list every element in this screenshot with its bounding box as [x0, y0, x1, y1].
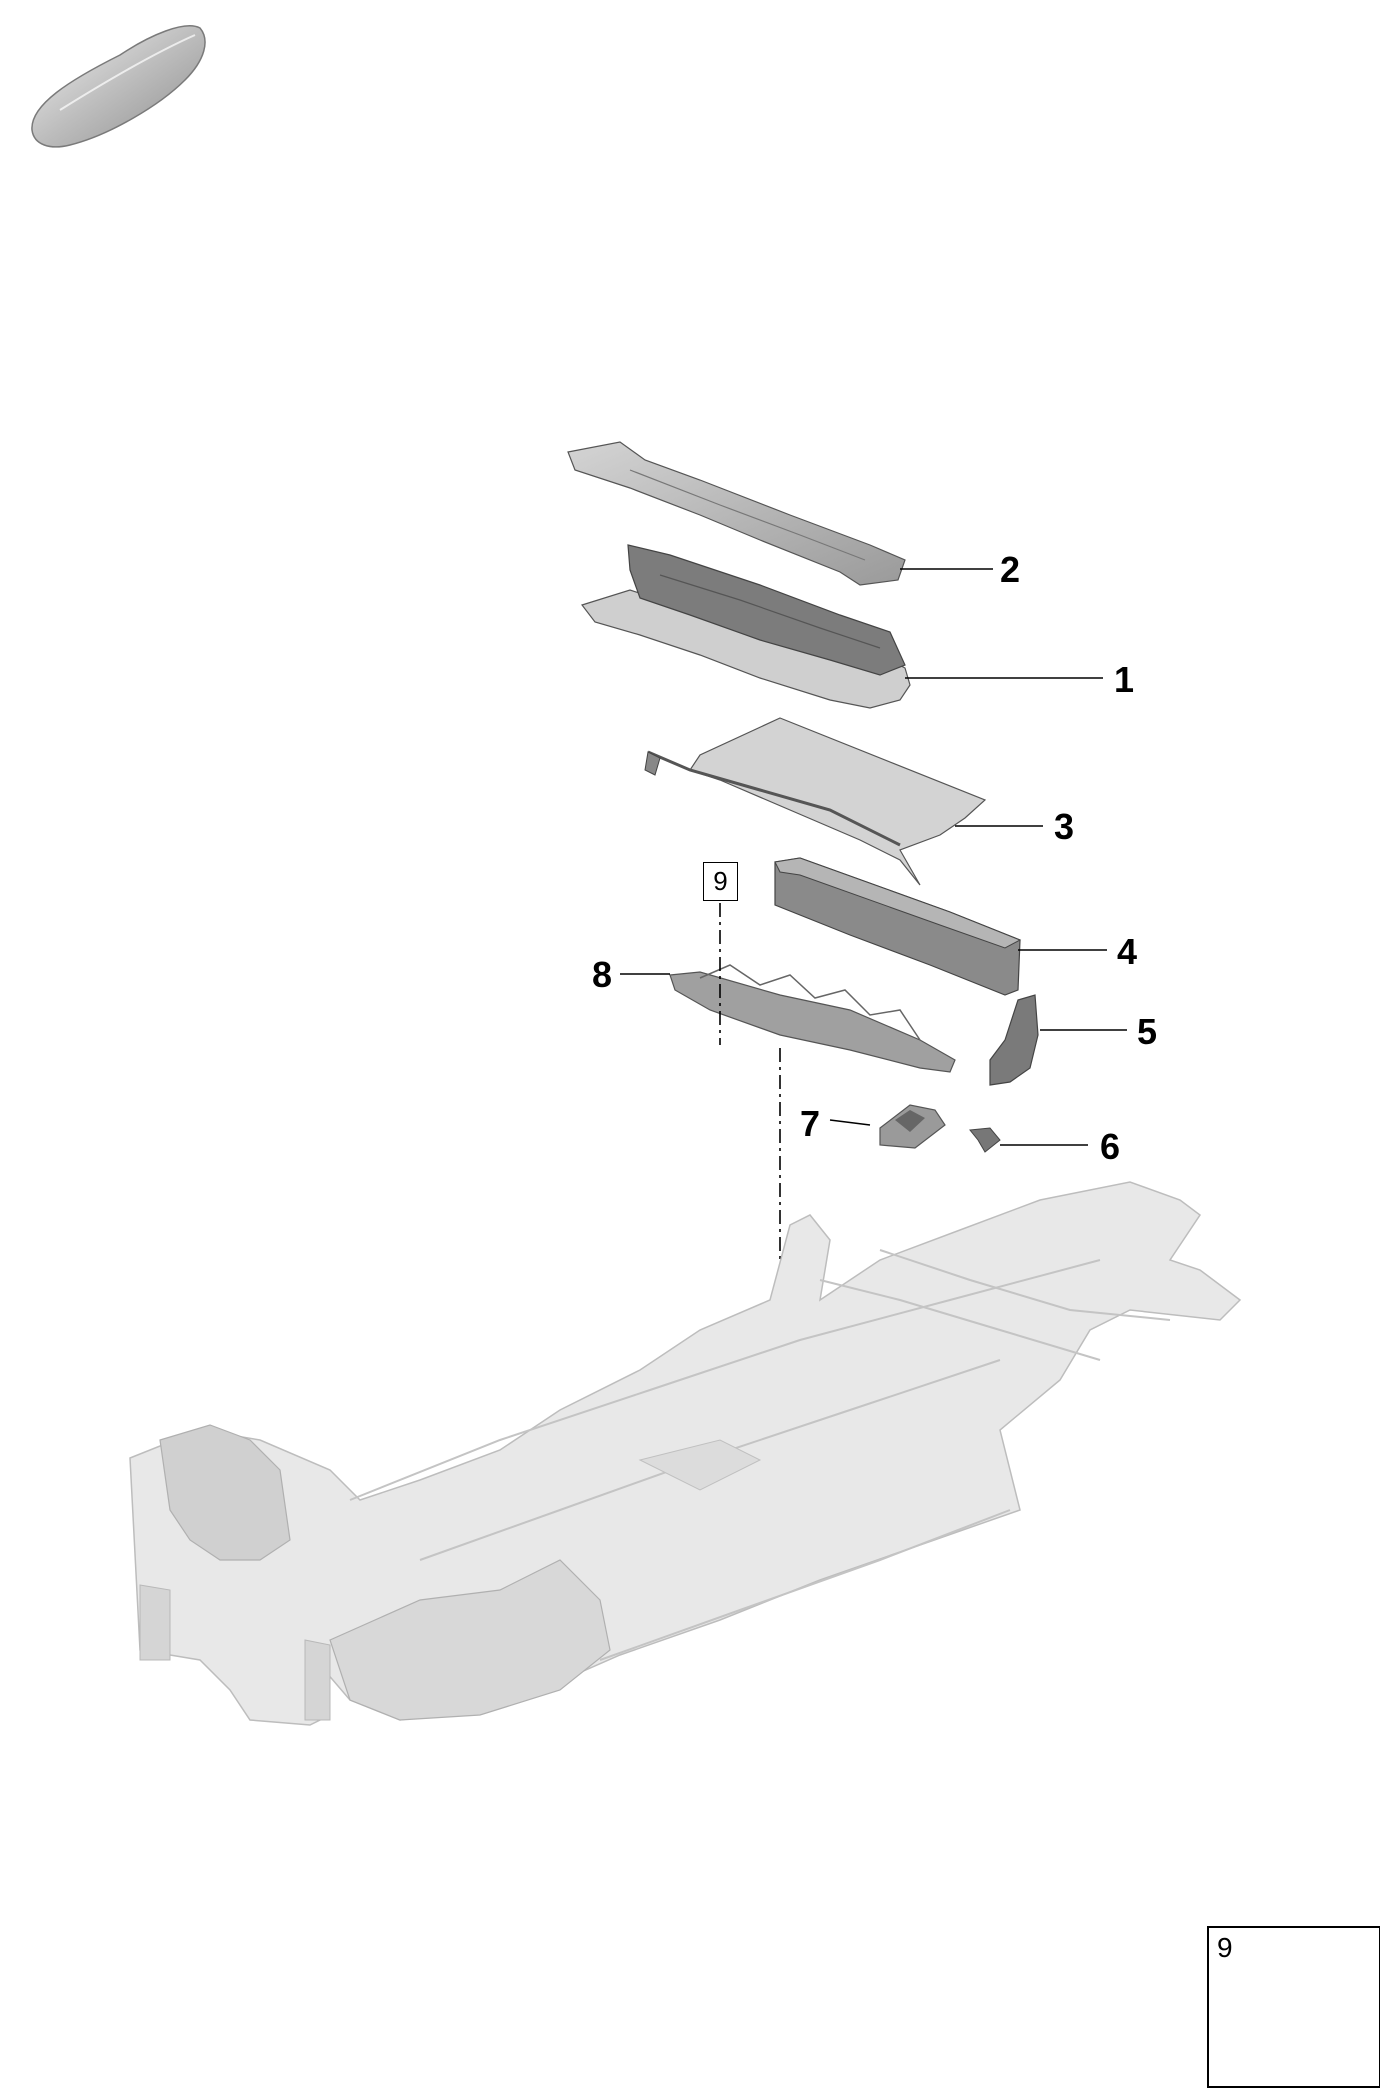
- reference-box-9: 9: [703, 862, 738, 901]
- legend-label: 9: [1217, 1932, 1233, 1963]
- callout-2: 2: [1000, 549, 1021, 590]
- part-5-shape: [989, 994, 1039, 1086]
- callout-3: 3: [1054, 806, 1075, 847]
- callout-1: 1: [1114, 659, 1135, 700]
- callout-6: 6: [1100, 1126, 1121, 1167]
- part-7-shape: [879, 1104, 946, 1149]
- callout-8: 8: [592, 954, 613, 995]
- part-4-shape: [774, 857, 1022, 996]
- part-6-shape: [969, 1127, 1001, 1153]
- callout-5: 5: [1137, 1011, 1158, 1052]
- chassis-body-shell: [129, 1181, 1242, 1726]
- callout-7: 7: [800, 1103, 821, 1144]
- callout-4: 4: [1117, 931, 1138, 972]
- part-1-shape: [581, 544, 911, 709]
- fastener-legend-box: 9: [1207, 1926, 1380, 2088]
- part-3-shape: [644, 717, 987, 886]
- part-2-shape: [567, 441, 906, 586]
- part-8-shape: [669, 964, 956, 1073]
- car-body-icon: [31, 25, 206, 148]
